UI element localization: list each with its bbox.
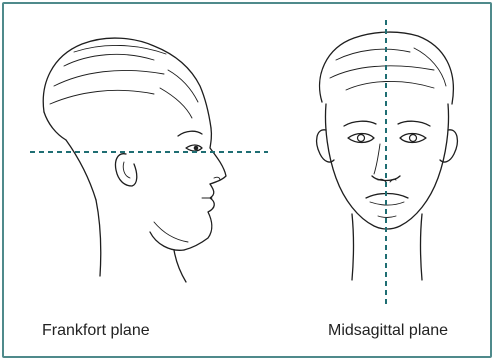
midsagittal-panel: Midsagittal plane bbox=[274, 4, 490, 356]
head-profile-illustration bbox=[4, 4, 274, 304]
head-front-illustration bbox=[274, 4, 490, 304]
midsagittal-plane-label: Midsagittal plane bbox=[328, 322, 448, 340]
frankfort-plane-label: Frankfort plane bbox=[42, 322, 150, 340]
frankfort-panel: Frankfort plane bbox=[4, 4, 274, 356]
